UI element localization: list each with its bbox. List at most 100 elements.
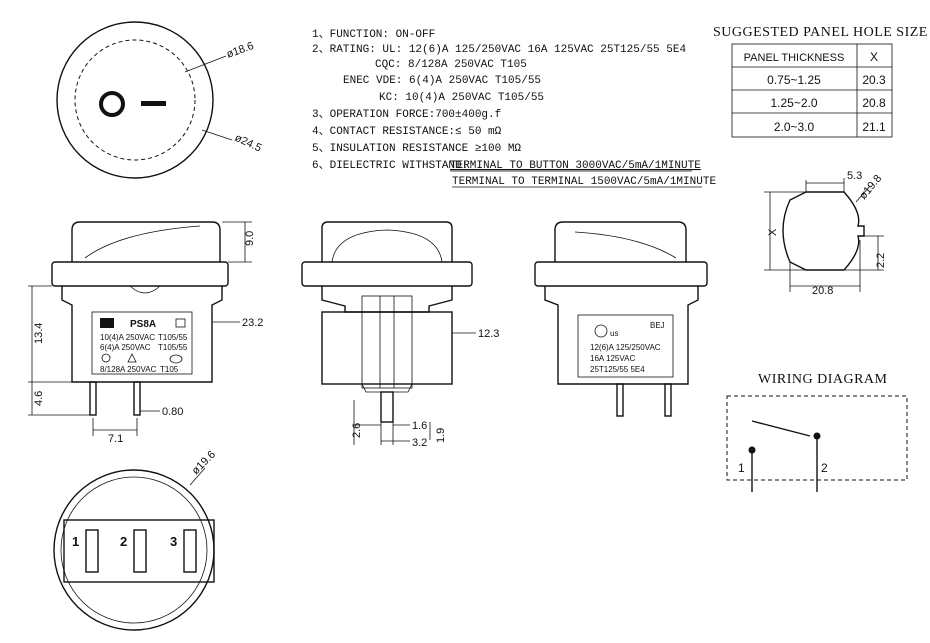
- back-curve: [574, 231, 677, 259]
- back-terminal-left: [616, 383, 624, 417]
- wiring-terminal-1: 1: [738, 461, 745, 475]
- wiring-title: WIRING DIAGRAM: [758, 372, 888, 387]
- bej-text: BEJ: [650, 321, 665, 330]
- dim-w71: 7.1: [108, 433, 123, 445]
- front-view: PS8A 10(4)A 250VAC T105/55 6(4)A 250VAC …: [28, 221, 263, 445]
- table-cell: 20.8: [862, 96, 886, 110]
- table-cell: 20.3: [862, 73, 886, 87]
- spec-rating-ul: 2、RATING: UL: 12(6)A 125/250VAC 16A 125V…: [312, 44, 686, 56]
- side-housing: [321, 311, 453, 385]
- side-terminal: [380, 391, 394, 423]
- on-symbol: [141, 101, 166, 106]
- spec-operation-force: 3、OPERATION FORCE:700±400g.f: [312, 109, 501, 121]
- rocker-cap: [71, 221, 221, 262]
- dim-w123: 12.3: [478, 328, 499, 340]
- dim-h134: 13.4: [33, 323, 45, 344]
- dim-w16: 1.6: [412, 420, 427, 432]
- dim-w080: 0.80: [162, 406, 183, 418]
- side-view: 12.3 2.6 1.6 3.2 1.9: [301, 221, 499, 449]
- spec-insulation-resistance: 5、INSULATION RESISTANCE ≥100 MΩ: [312, 143, 521, 155]
- table-header-thickness: PANEL THICKNESS: [744, 52, 845, 64]
- spec-dielectric: 6、DIELECTRIC WITHSTAND:: [312, 160, 468, 172]
- table-cell: 1.25~2.0: [770, 96, 817, 110]
- leader: [855, 185, 871, 203]
- pin-block-2: [133, 529, 147, 573]
- back-label-3: 25T125/55 5E4: [590, 365, 645, 374]
- cert-mark-1: [101, 353, 111, 363]
- panel-hole-table: SUGGESTED PANEL HOLE SIZE PANEL THICKNES…: [713, 25, 928, 138]
- dim-w53: 5.3: [847, 170, 862, 182]
- switch-lever: [751, 420, 811, 437]
- terminal-right: [133, 381, 141, 416]
- side-upper-body: [321, 286, 453, 313]
- outer-bezel-circle: [56, 21, 214, 179]
- panel-hole-view: 5.3 ø19.8 X 2.2 20.8: [764, 170, 887, 297]
- label-plate: [91, 311, 193, 375]
- pin-2-label: 2: [120, 534, 127, 549]
- label-row-2b: T105/55: [158, 343, 188, 352]
- back-view: us BEJ 12(6)A 125/250VAC 16A 125VAC 25T1…: [534, 221, 708, 417]
- off-symbol: [99, 91, 125, 117]
- spec-dielectric-button: TERMINAL TO BUTTON 3000VAC/5mA/1MINUTE: [450, 160, 701, 172]
- brand-text: PS8A: [130, 319, 156, 330]
- back-label-1: 12(6)A 125/250VAC: [590, 343, 661, 352]
- side-dome: [331, 229, 443, 263]
- spec-dielectric-terminal: TERMINAL TO TERMINAL 1500VAC/5mA/1MINUTE: [452, 176, 716, 188]
- table-cell: 21.1: [862, 120, 886, 134]
- dim-x: X: [767, 228, 779, 236]
- bezel-flange: [51, 261, 229, 287]
- pin-block-1: [85, 529, 99, 573]
- spec-rating-kc: KC: 10(4)A 250VAC T105/55: [379, 92, 544, 104]
- dim-w32: 3.2: [412, 437, 427, 449]
- label-row-1b: T105/55: [158, 333, 188, 342]
- back-cap: [554, 221, 687, 262]
- dim-h22: 2.2: [875, 253, 887, 268]
- dim-h46: 4.6: [33, 391, 45, 406]
- leader: [189, 467, 206, 486]
- wiring-terminal-2: 2: [821, 461, 828, 475]
- brand-logo: [100, 318, 114, 328]
- table-cell: 0.75~1.25: [767, 73, 821, 87]
- spec-contact-resistance: 4、CONTACT RESISTANCE:≤ 50 mΩ: [312, 126, 502, 138]
- back-label-plate: [577, 314, 674, 378]
- bezel-notch: [129, 285, 161, 294]
- pin-3-label: 3: [170, 534, 177, 549]
- table-frame: [731, 43, 893, 138]
- wiring-diagram: WIRING DIAGRAM 1 2: [726, 372, 908, 492]
- ul-us-text: us: [610, 329, 618, 338]
- label-row-4a: 8/128A 250VAC: [100, 365, 157, 374]
- rocker-outline-dashed: [74, 39, 196, 161]
- back-flange: [534, 261, 708, 287]
- ul-mark: [594, 324, 608, 338]
- dim-w208: 20.8: [812, 285, 833, 297]
- back-label-2: 16A 125VAC: [590, 354, 635, 363]
- dim-w26: 2.6: [351, 423, 363, 438]
- spec-rating-enec: ENEC VDE: 6(4)A 250VAC T105/55: [343, 75, 541, 87]
- pin-block-3: [183, 529, 197, 573]
- specifications: 1、FUNCTION: ON-OFF 2、RATING: UL: 12(6)A …: [312, 29, 716, 188]
- rocker-curve: [84, 225, 201, 259]
- cert-mark-3: [169, 354, 183, 364]
- label-row-2a: 6(4)A 250VAC: [100, 343, 151, 352]
- pin-1-label: 1: [72, 534, 79, 549]
- dim-h90: 9.0: [244, 231, 256, 246]
- side-cap: [321, 221, 453, 262]
- dim-w232: 23.2: [242, 317, 263, 329]
- side-flange: [301, 261, 473, 287]
- ce-mark: [175, 318, 186, 328]
- table-title: SUGGESTED PANEL HOLE SIZE: [713, 25, 928, 40]
- bottom-body: [63, 519, 215, 583]
- bottom-view: 1 2 3 ø19.6: [53, 449, 218, 631]
- leader-d186: [184, 55, 227, 73]
- label-row-1a: 10(4)A 250VAC: [100, 333, 155, 342]
- dim-d196: ø19.6: [190, 449, 218, 477]
- label-row-4b: T105: [160, 365, 179, 374]
- top-view: ø18.6 ø24.5: [56, 21, 263, 179]
- table-header-x: X: [870, 50, 878, 64]
- panel-hole-outline: [782, 191, 865, 271]
- leader-d245: [201, 129, 233, 141]
- housing: [61, 286, 223, 383]
- back-terminal-right: [664, 383, 672, 417]
- dim-d186: ø18.6: [225, 40, 256, 61]
